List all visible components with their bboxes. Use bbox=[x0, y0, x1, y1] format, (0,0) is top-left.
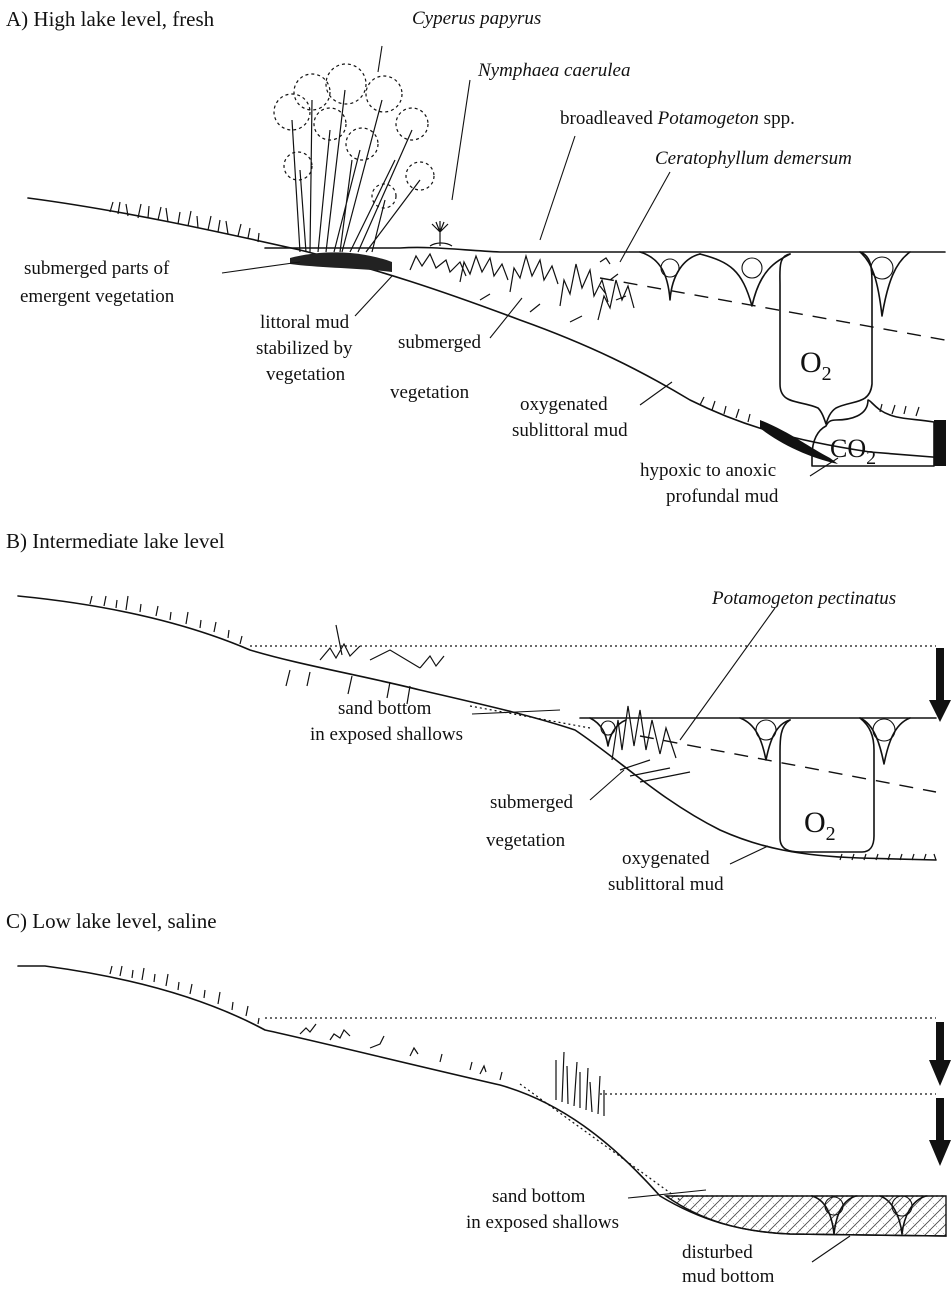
label-submerged-parts-1: submerged parts of bbox=[24, 258, 170, 279]
label-oxygenated-2: sublittoral mud bbox=[512, 420, 628, 441]
panel-a-lake-bed bbox=[28, 198, 945, 458]
label-c-disturbed-1: disturbed bbox=[682, 1242, 753, 1263]
label-submerged-parts-2: emergent vegetation bbox=[20, 286, 175, 307]
label-littoral-3: vegetation bbox=[266, 364, 346, 385]
panel-c-slope-plants bbox=[300, 1024, 502, 1080]
panel-a-o2-label: O2 bbox=[800, 346, 832, 385]
panel-a-thermocline bbox=[600, 278, 945, 340]
label-c-sand-2: in exposed shallows bbox=[466, 1212, 619, 1233]
panel-c: C) Low lake level, saline sand b bbox=[6, 909, 951, 1287]
label-cyperus-papyrus: Cyperus papyrus bbox=[412, 8, 541, 29]
panel-b: B) Intermediate lake level O2 bbox=[6, 529, 951, 895]
label-hypoxic-2: profundal mud bbox=[666, 486, 779, 507]
panel-b-lake-bed bbox=[18, 596, 936, 860]
panel-b-o2-label: O2 bbox=[804, 806, 836, 845]
label-hypoxic-1: hypoxic to anoxic bbox=[640, 460, 776, 481]
label-b-sand-2: in exposed shallows bbox=[310, 724, 463, 745]
panel-a-o2-cell bbox=[780, 252, 872, 424]
panel-a-submerged-vegetation bbox=[410, 254, 634, 322]
panel-a: A) High lake level, fresh bbox=[6, 7, 946, 507]
label-c-sand-1: sand bottom bbox=[492, 1186, 586, 1207]
label-submerged-veg-1: submerged bbox=[398, 332, 482, 353]
nymphaea-plant bbox=[430, 221, 452, 246]
label-broadleaved-potamogeton: broadleaved Potamogeton spp. bbox=[560, 108, 795, 129]
panel-c-down-arrow-2 bbox=[929, 1098, 951, 1166]
label-submerged-veg-2: vegetation bbox=[390, 382, 470, 403]
panel-b-thermocline bbox=[640, 736, 936, 792]
panel-a-title: A) High lake level, fresh bbox=[6, 7, 215, 31]
label-b-submerged-2: vegetation bbox=[486, 830, 566, 851]
label-b-submerged-1: submerged bbox=[490, 792, 574, 813]
label-littoral-2: stabilized by bbox=[256, 338, 353, 359]
label-littoral-1: littoral mud bbox=[260, 312, 350, 333]
panel-b-sand-bottom bbox=[470, 706, 590, 728]
label-ceratophyllum-demersum: Ceratophyllum demersum bbox=[655, 148, 852, 169]
label-b-oxygenated-1: oxygenated bbox=[622, 848, 710, 869]
label-potamogeton-pectinatus: Potamogeton pectinatus bbox=[711, 588, 896, 609]
label-b-oxygenated-2: sublittoral mud bbox=[608, 874, 724, 895]
panel-c-title: C) Low lake level, saline bbox=[6, 909, 217, 933]
panel-b-shore-grass bbox=[90, 596, 242, 644]
label-nymphaea-caerulea: Nymphaea caerulea bbox=[477, 60, 630, 81]
label-c-disturbed-2: mud bottom bbox=[682, 1266, 775, 1287]
panel-b-title: B) Intermediate lake level bbox=[6, 529, 225, 553]
panel-c-down-arrow-1 bbox=[929, 1022, 951, 1086]
papyrus-plant bbox=[274, 64, 434, 272]
label-oxygenated-1: oxygenated bbox=[520, 394, 608, 415]
panel-b-down-arrow bbox=[929, 648, 951, 722]
label-b-sand-1: sand bottom bbox=[338, 698, 432, 719]
panel-c-emergent-plants bbox=[556, 1052, 604, 1116]
